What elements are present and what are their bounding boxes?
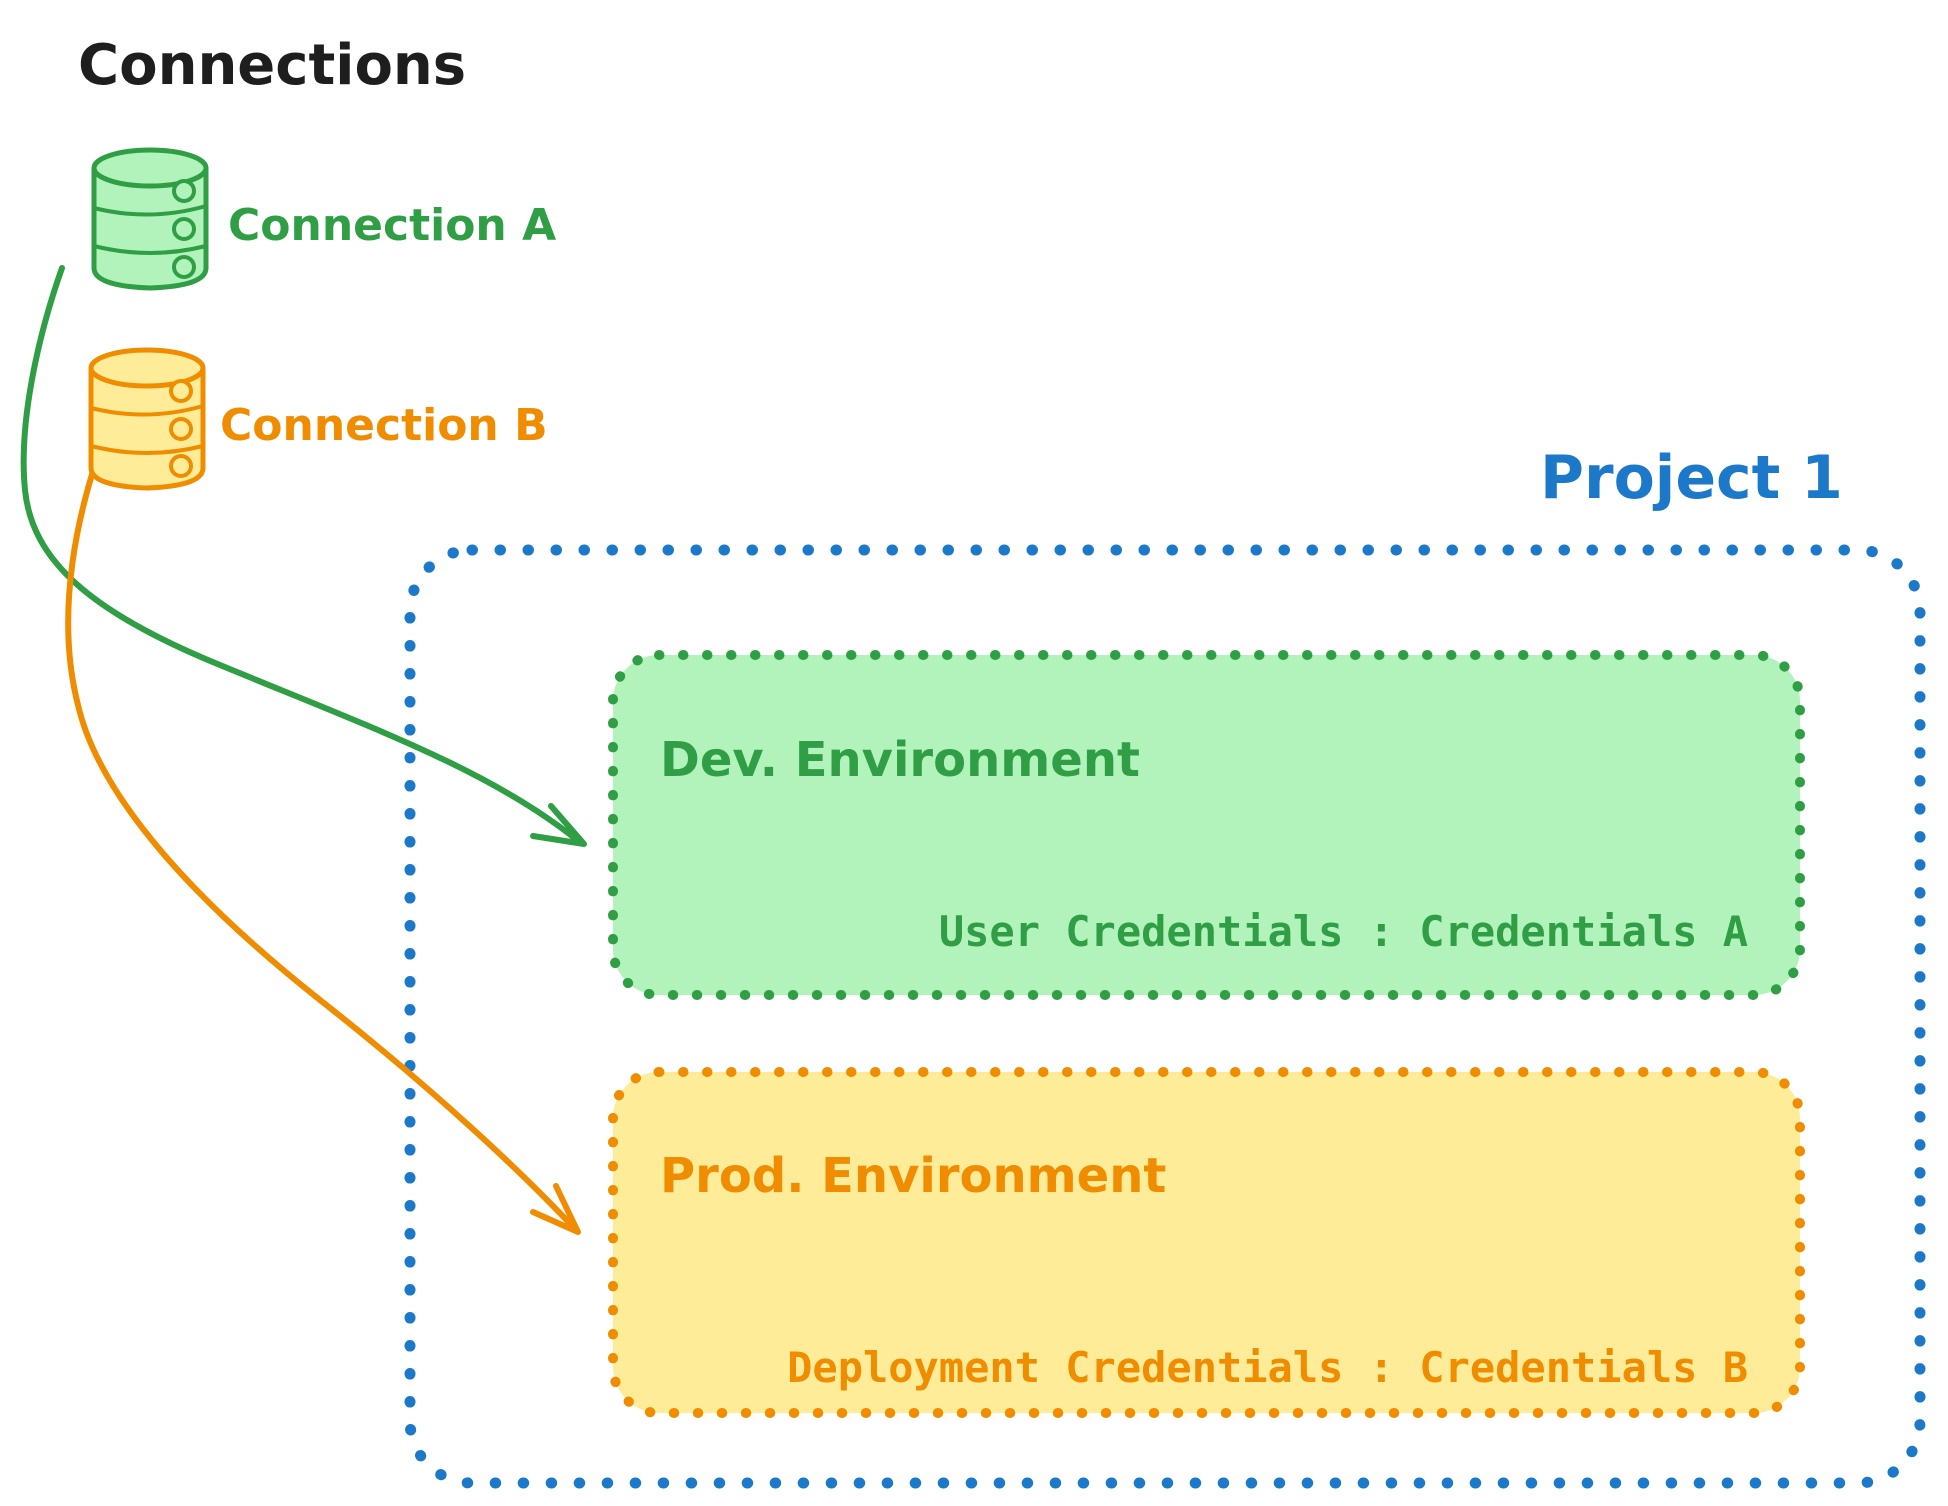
- database-a-separator: [92, 204, 208, 217]
- project-title: Project 1: [1540, 443, 1843, 513]
- database-a-top: [91, 147, 209, 189]
- database-b-top: [88, 347, 206, 389]
- connection-a-node: Connection A: [91, 147, 556, 291]
- connection-a-label: Connection A: [228, 200, 556, 251]
- database-a-led: [172, 217, 196, 241]
- database-a-separator: [92, 244, 208, 255]
- database-b-icon: [88, 347, 206, 491]
- connection-b-node: Connection B: [88, 347, 548, 491]
- database-b-led: [169, 454, 193, 478]
- prod-environment-fill: [613, 1072, 1800, 1413]
- dev-environment-border: [608, 650, 1805, 1000]
- database-a-led: [172, 255, 196, 279]
- database-b-led: [169, 379, 193, 403]
- database-b-led: [169, 417, 193, 441]
- dev-environment-credentials: User Credentials : Credentials A: [939, 907, 1748, 956]
- database-b-separator: [89, 444, 205, 455]
- prod-environment-border: [608, 1067, 1805, 1418]
- database-b-separator: [89, 404, 205, 417]
- prod-environment-credentials: Deployment Credentials : Credentials B: [787, 1343, 1748, 1392]
- arrow-a-head: [530, 803, 587, 847]
- arrow-connection-a-to-dev: [20, 265, 587, 847]
- dev-environment-fill: [613, 655, 1800, 995]
- diagram-title: Connections: [78, 33, 466, 98]
- connection-b-label: Connection B: [220, 400, 548, 451]
- prod-environment-title: Prod. Environment: [660, 1148, 1166, 1204]
- arrow-b-head: [530, 1183, 581, 1235]
- arrow-b-line: [65, 415, 579, 1233]
- arrow-a-line: [20, 265, 580, 843]
- dev-environment-box: Dev. Environment User Credentials : Cred…: [608, 650, 1805, 1000]
- dev-environment-title: Dev. Environment: [660, 732, 1140, 788]
- project-box: Project 1: [404, 443, 1926, 1489]
- database-a-icon: [91, 147, 209, 291]
- arrow-connection-b-to-prod: [65, 415, 581, 1235]
- project-border: [404, 544, 1926, 1489]
- database-a-led: [172, 179, 196, 203]
- prod-environment-box: Prod. Environment Deployment Credentials…: [608, 1067, 1805, 1418]
